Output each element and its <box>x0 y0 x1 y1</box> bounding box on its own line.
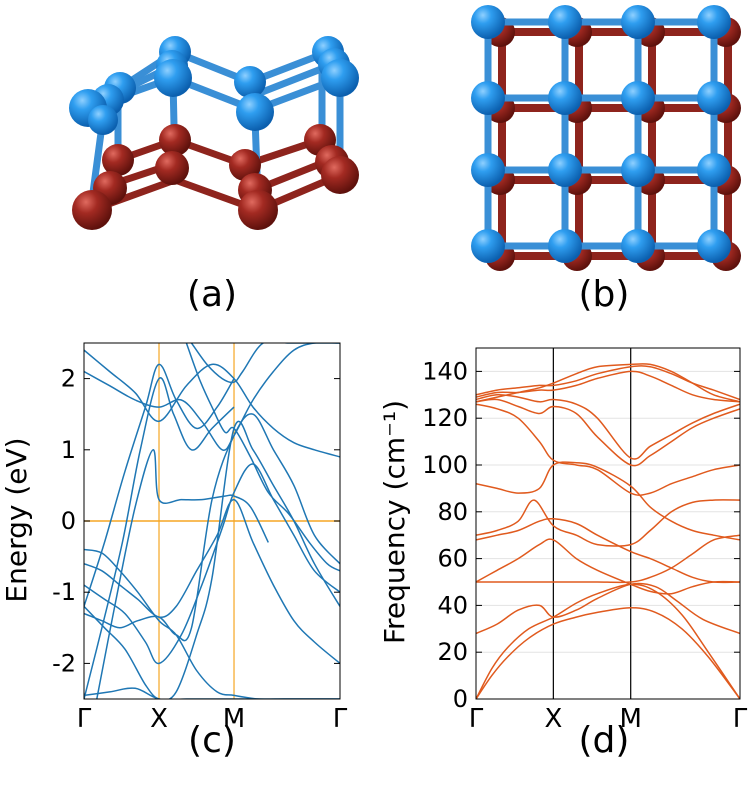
plot-frame <box>475 347 741 700</box>
blue-atom <box>548 229 582 263</box>
red-atoms <box>72 124 359 230</box>
blue-atoms <box>69 36 359 135</box>
series-line-4 <box>476 534 740 584</box>
kpoint-label: M <box>223 704 245 734</box>
kpoint-label: X <box>544 704 562 734</box>
series-line-13 <box>476 363 740 403</box>
series-line-10 <box>476 393 740 460</box>
ytick-label: 80 <box>437 498 468 526</box>
series-line-1 <box>84 363 235 607</box>
panel-label-d: (d) <box>579 720 630 761</box>
band-structure-chart: Energy (eV) -2 -1 0 1 2Γ X M Γ <box>0 342 348 734</box>
series-line-5 <box>476 517 740 584</box>
blue-atom <box>621 229 655 263</box>
kpoint-label: Γ <box>469 704 484 734</box>
series-line-1 <box>476 583 740 699</box>
kpoint-label: M <box>619 704 641 734</box>
ytick-label: 1 <box>61 436 76 464</box>
blue-atom <box>621 153 655 187</box>
series-line-2 <box>476 582 740 635</box>
blue-atom <box>548 5 582 39</box>
ytick-label: 60 <box>437 545 468 573</box>
ytick-label: 140 <box>422 357 468 385</box>
series-line-8 <box>84 413 340 642</box>
series-line-12 <box>190 343 340 384</box>
ytick-label: 120 <box>422 404 468 432</box>
series-line-6 <box>84 463 340 665</box>
blue-atom <box>548 153 582 187</box>
panel-label-b: (b) <box>579 274 630 315</box>
series-line-7 <box>476 461 740 541</box>
series-line-4 <box>84 548 340 699</box>
kpoint-label: X <box>150 704 168 734</box>
ytick-label: 0 <box>61 507 76 535</box>
ytick-label: -1 <box>52 578 76 606</box>
blue-atom <box>471 81 505 115</box>
series-line-8 <box>476 403 740 496</box>
blue-atom <box>471 5 505 39</box>
series-line-0 <box>476 606 740 699</box>
blue-atom <box>471 153 505 187</box>
blue-atom <box>697 153 731 187</box>
panel-label-c: (c) <box>188 720 236 761</box>
ytick-label: 0 <box>453 685 468 713</box>
ytick-label: 2 <box>61 365 76 393</box>
phonon-ylabel: Frequency (cm⁻¹) <box>378 400 411 644</box>
blue-atom <box>697 229 731 263</box>
series-line-10 <box>84 343 340 451</box>
kpoint-label: Γ <box>77 704 92 734</box>
series-line-6 <box>476 499 740 547</box>
ytick-label: 100 <box>422 451 468 479</box>
blue-atom <box>621 5 655 39</box>
series-line-2 <box>84 377 235 699</box>
series-line-3 <box>476 538 740 595</box>
ytick-label: 20 <box>437 638 468 666</box>
series-line-0 <box>84 687 340 699</box>
series-line-5 <box>84 498 340 664</box>
blue-atom <box>621 81 655 115</box>
series-line-11 <box>185 343 340 572</box>
blue-atom <box>471 229 505 263</box>
structure-top-view <box>471 5 741 271</box>
series-line-9 <box>84 349 340 458</box>
blue-atom <box>697 5 731 39</box>
ytick-label: 40 <box>437 591 468 619</box>
structure-side-view <box>69 36 359 230</box>
kpoint-label: Γ <box>733 704 748 734</box>
band-ylabel: Energy (eV) <box>0 437 33 602</box>
blue-atom <box>697 81 731 115</box>
series-line-9 <box>476 398 740 467</box>
ytick-label: -2 <box>52 649 76 677</box>
blue-atom <box>548 81 582 115</box>
kpoint-label: Γ <box>333 704 348 734</box>
panel-label-a: (a) <box>187 274 237 315</box>
series-line-7 <box>84 420 340 699</box>
series-line-3 <box>96 449 269 699</box>
